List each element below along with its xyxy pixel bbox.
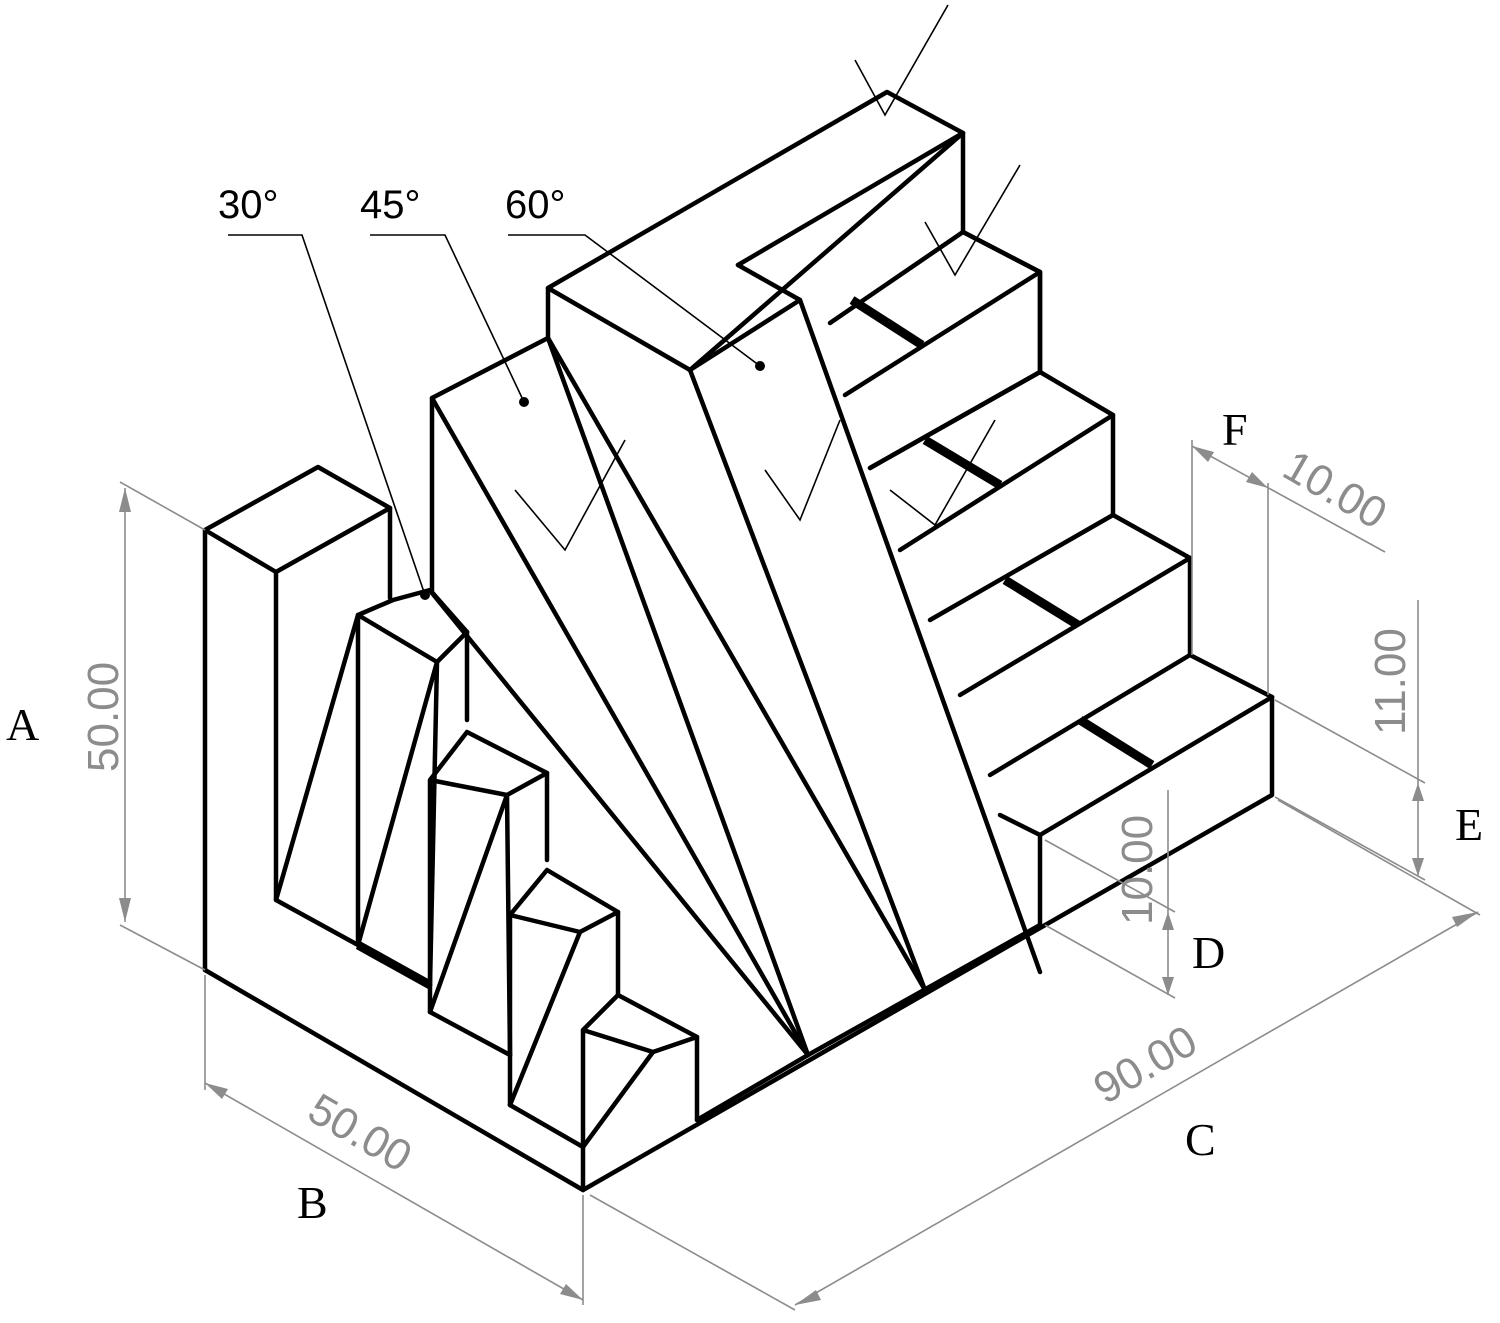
finish-mark-60 — [764, 419, 841, 522]
dimension-d-value: 10.00 — [1113, 815, 1162, 925]
dimension-b-value: 50.00 — [300, 1084, 420, 1181]
letter-f: F — [1222, 404, 1248, 455]
surface-finish-marks — [514, 4, 1021, 552]
dimension-c-value: 90.00 — [1086, 1016, 1206, 1113]
finish-mark-top — [854, 4, 949, 117]
leader-60 — [508, 234, 761, 367]
letter-b: B — [297, 1177, 328, 1228]
object-outline — [202, 89, 1275, 1193]
leader-45 — [370, 234, 525, 403]
dimension-a-value: 50.00 — [79, 662, 128, 772]
letter-a: A — [6, 699, 39, 750]
leader-30 — [228, 234, 426, 596]
leader-dot-45 — [519, 397, 529, 407]
groove-5 — [355, 941, 433, 989]
groove-4 — [1077, 716, 1155, 769]
dimension-e-value: 11.00 — [1366, 628, 1415, 735]
angle-label-30: 30° — [218, 183, 279, 227]
finish-mark-45 — [514, 439, 626, 552]
angle-label-45: 45° — [360, 183, 421, 227]
dimension-lines — [119, 440, 1481, 1311]
leader-dot-30 — [420, 590, 430, 600]
groove-3 — [1002, 576, 1081, 629]
letter-e: E — [1455, 799, 1483, 850]
angle-leaders — [228, 234, 765, 600]
groove-2 — [922, 436, 1003, 489]
letter-d: D — [1192, 927, 1225, 978]
leader-dot-60 — [755, 361, 765, 371]
finish-mark-side — [889, 419, 996, 527]
finish-mark-step — [924, 164, 1021, 277]
letter-c: C — [1185, 1114, 1216, 1165]
groove-lines — [355, 296, 1155, 989]
angle-label-60: 60° — [505, 183, 566, 227]
groove-1 — [849, 296, 925, 349]
